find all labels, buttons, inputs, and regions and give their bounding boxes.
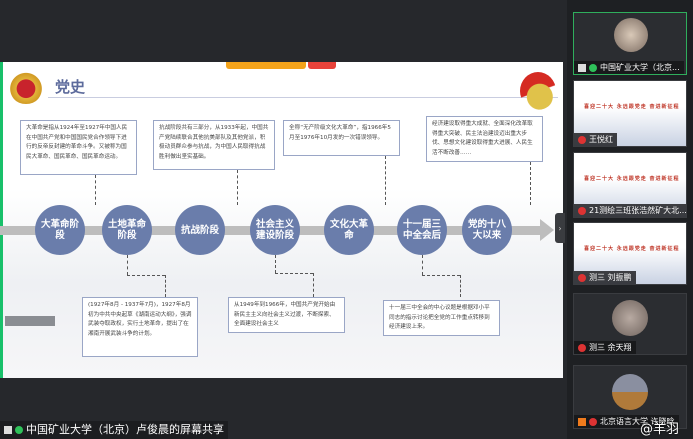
microphone-muted-icon	[578, 135, 586, 144]
note-cultural-revolution: 全称“无产阶级文化大革命”，指1966年5月至1976年10月发的一次错误领导。	[283, 120, 400, 156]
shared-slide: 党史 大革命是指从1924年至1927年中国人民在中国共产党和中国国民党合作领导…	[0, 62, 563, 378]
participant-tile[interactable]: 喜迎二十大 永远跟党走 奋进新征程 测三 刘振鹏	[573, 222, 687, 285]
slide-tag-orange	[226, 62, 306, 69]
microphone-muted-icon	[578, 343, 586, 352]
participant-name: 王悦红	[589, 135, 613, 144]
stage-node: 大革命阶段	[35, 205, 85, 255]
collapse-sidebar-button[interactable]: ›	[555, 213, 565, 243]
timeline-arrow	[540, 219, 554, 241]
title-divider	[48, 97, 558, 98]
participant-tile[interactable]: 北京语言大学 许晓晗	[573, 365, 687, 429]
note-since-18th-congress: 经济建设取得重大成就、全面深化改革取得重大突破、民主法治建设迈出重大步伐、思想文…	[426, 116, 543, 162]
participant-sidebar: 中国矿业大学（北京... 喜迎二十大 永远跟党走 奋进新征程 王悦红 喜迎二十大…	[567, 0, 693, 439]
microphone-icon	[589, 63, 597, 72]
stage-node: 社会主义建设阶段	[250, 205, 300, 255]
microphone-muted-icon	[589, 417, 597, 426]
avatar	[614, 18, 648, 52]
stage-node: 抗战阶段	[175, 205, 225, 255]
active-speaker-border	[0, 62, 3, 378]
note-socialist-construction: 从1949年到1966年，中国共产党开始由新民主主义向社会主义过渡，不断探索、全…	[228, 297, 345, 333]
microphone-muted-icon	[578, 273, 586, 282]
participant-tile[interactable]: 喜迎二十大 永远跟党走 奋进新征程 王悦红	[573, 80, 687, 147]
participant-tile[interactable]: 中国矿业大学（北京...	[573, 12, 687, 75]
stage-node: 土地革命阶段	[102, 205, 152, 255]
participant-name: 北京语言大学 许晓晗	[600, 417, 675, 426]
screen-share-label: 中国矿业大学（北京）卢俊晨的屏幕共享	[0, 421, 228, 439]
screen-share-text: 中国矿业大学（北京）卢俊晨的屏幕共享	[26, 423, 224, 436]
participant-name: 21测绘三班张浩然矿大北...	[589, 206, 687, 215]
participant-name: 中国矿业大学（北京...	[600, 63, 680, 72]
note-anti-japanese-war: 抗战阶段共有三部分，从1933年起，中国共产党陆续联合其他抗美部队及其他党派，积…	[153, 120, 275, 170]
participant-tile[interactable]: 测三 余天翔	[573, 293, 687, 355]
stage-node: 党的十八大以来	[462, 205, 512, 255]
note-great-revolution: 大革命是指从1924年至1927年中国人民在中国共产党和中国国民党合作领导下进行…	[20, 120, 137, 175]
watermark: @羊羽	[640, 422, 680, 437]
microphone-icon	[15, 426, 23, 434]
user-icon	[578, 417, 586, 426]
participant-name: 测三 刘振鹏	[589, 273, 632, 282]
youth-league-emblem-left	[8, 70, 44, 104]
participant-tile[interactable]: 喜迎二十大 永远跟党走 奋进新征程 21测绘三班张浩然矿大北...	[573, 152, 687, 218]
slide-title: 党史	[55, 78, 86, 96]
screen-share-icon	[4, 426, 12, 434]
slide-tag-red	[308, 62, 336, 69]
note-third-plenum: 十一届三中全会的中心议题是根据邓小平同志的指示讨论把全党的工作重点转移到经济建设…	[383, 300, 500, 336]
microphone-muted-icon	[578, 206, 586, 215]
avatar	[612, 374, 648, 410]
note-land-revolution: (1927年8月 - 1937年7月)，1927年8月初为中共中央起草《湖南运动…	[82, 297, 198, 357]
stage-node: 文化大革命	[324, 205, 374, 255]
stage-node: 十一届三中全会后	[397, 205, 447, 255]
participant-name: 测三 余天翔	[589, 343, 632, 352]
party-flag-emblem-right	[520, 72, 556, 110]
avatar	[612, 300, 648, 336]
slide-control-button[interactable]	[5, 316, 55, 326]
screen-share-icon	[578, 63, 586, 72]
